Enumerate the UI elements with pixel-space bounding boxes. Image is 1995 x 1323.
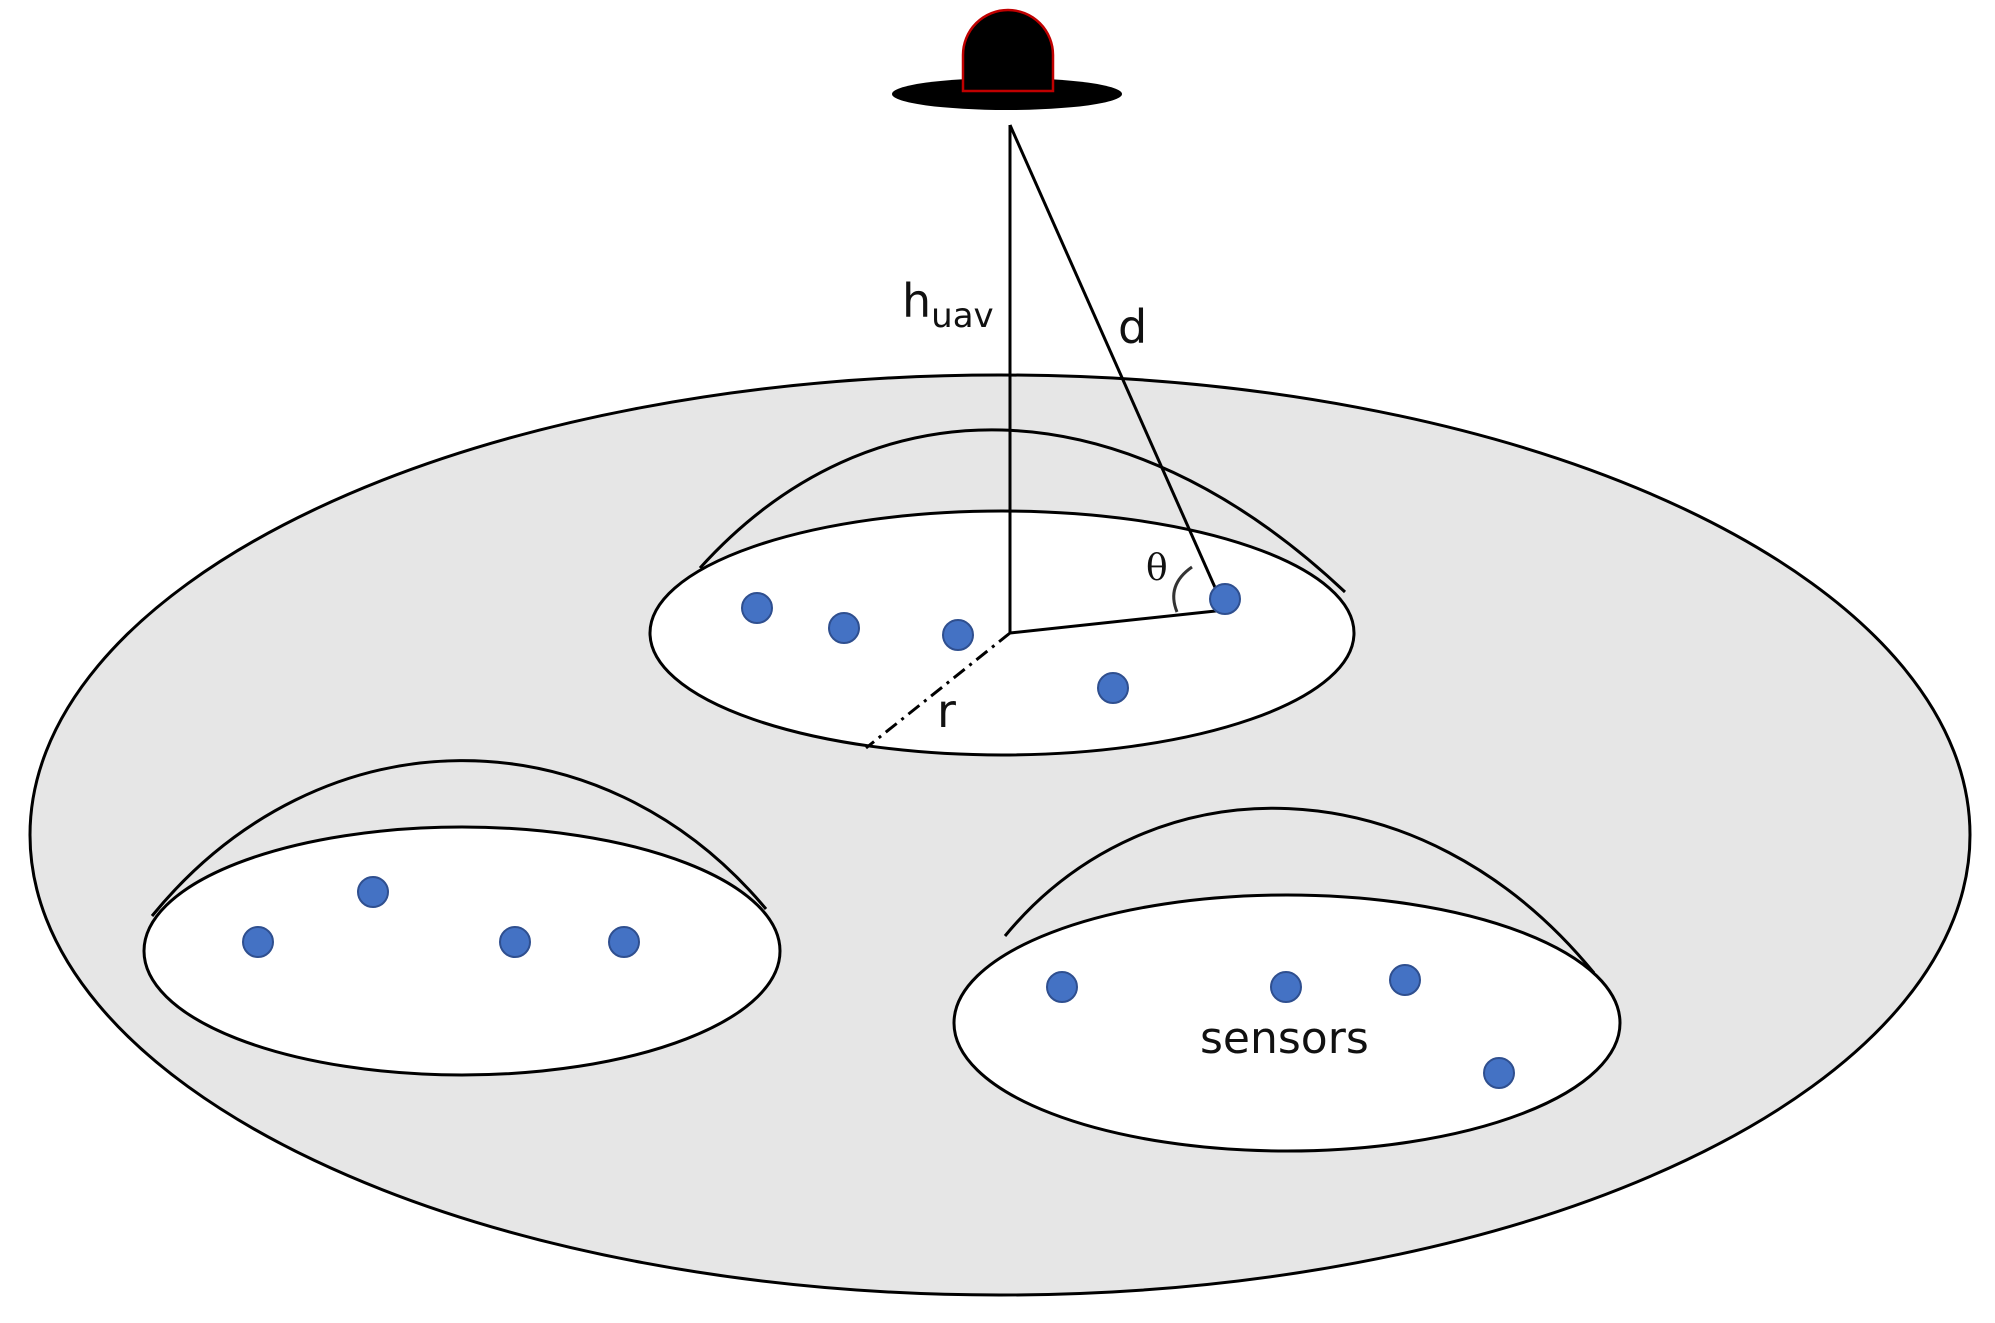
sensor-dot <box>942 619 974 651</box>
radius-line <box>865 631 1011 750</box>
coverage-area-center <box>648 428 1356 757</box>
height-label: huav <box>902 274 994 336</box>
height-label-main: h <box>902 274 931 328</box>
sensor-dot <box>242 926 274 958</box>
height-label-subscript: uav <box>931 296 994 336</box>
sensor-dot <box>1209 583 1241 615</box>
radius-label: r <box>937 684 956 738</box>
coverage-area-left <box>142 759 782 1077</box>
distance-label: d <box>1118 300 1147 354</box>
sensor-dot <box>357 876 389 908</box>
sensor-dot <box>1046 971 1078 1003</box>
coverage-disk <box>142 825 782 1077</box>
coverage-dome <box>1003 806 1596 974</box>
coverage-disk <box>648 509 1356 757</box>
coverage-dome <box>698 428 1347 594</box>
coverage-disk <box>952 893 1622 1153</box>
uav-icon <box>892 8 1122 110</box>
sensor-dot <box>741 592 773 624</box>
sensor-dot <box>1270 971 1302 1003</box>
sensor-dot <box>1097 672 1129 704</box>
uav-dome <box>961 8 1055 93</box>
angle-arc <box>1172 565 1193 613</box>
uav-body <box>892 78 1122 110</box>
ground-distance-line <box>1009 608 1226 635</box>
sensor-dot <box>499 926 531 958</box>
coverage-area-right <box>952 806 1622 1153</box>
sensor-dot <box>608 926 640 958</box>
sensor-group <box>242 583 1515 1089</box>
coverage-dome <box>150 759 768 917</box>
sensor-dot <box>828 612 860 644</box>
sensors-label: sensors <box>1200 1013 1369 1064</box>
sensor-dot <box>1389 964 1421 996</box>
sensor-dot <box>1483 1057 1515 1089</box>
angle-label: θ <box>1146 548 1168 589</box>
distance-line <box>1008 124 1227 611</box>
